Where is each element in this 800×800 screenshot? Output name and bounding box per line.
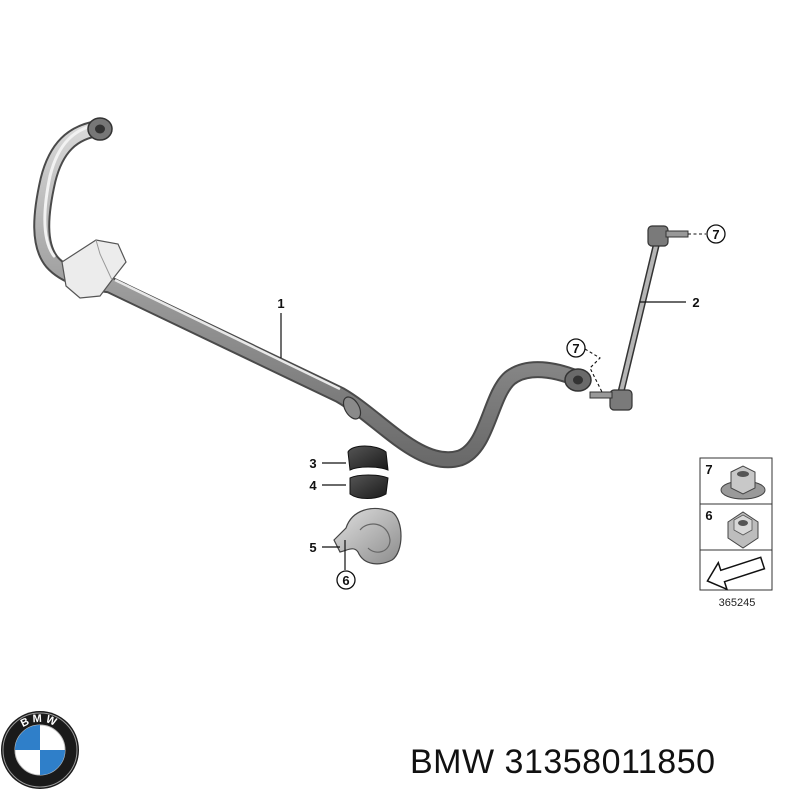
callout-6: 6 [336, 570, 356, 590]
svg-text:5: 5 [309, 540, 316, 555]
callout-1: 1 [277, 296, 284, 311]
callout-3: 3 [309, 456, 316, 471]
callout-7-top: 7 [706, 224, 726, 244]
callout-2: 2 [692, 295, 699, 310]
stabilizer-bracket [333, 507, 402, 565]
legend-panel: 7 6 365245 [699, 457, 773, 609]
callout-4: 4 [309, 478, 317, 493]
svg-text:3: 3 [309, 456, 316, 471]
direction-arrow-icon [706, 556, 766, 591]
svg-text:4: 4 [309, 478, 317, 493]
legend-item-7: 7 [705, 462, 766, 500]
svg-text:6: 6 [342, 573, 349, 588]
rubber-mount-lower [349, 474, 389, 499]
part-number-caption: BMW 31358011850 [410, 743, 716, 781]
coupling-rod [589, 225, 689, 411]
leader-lines [280, 233, 706, 570]
flange-nut-icon [720, 465, 766, 500]
callout-5: 5 [309, 540, 316, 555]
hex-nut-icon [727, 511, 759, 549]
svg-text:1: 1 [277, 296, 284, 311]
stabilizer-bar [33, 117, 592, 469]
svg-text:7: 7 [705, 462, 712, 477]
svg-text:7: 7 [572, 341, 579, 356]
left-mount-bracket [61, 239, 127, 299]
svg-text:BMW: BMW [19, 713, 61, 730]
callout-7-lower: 7 [566, 338, 586, 358]
svg-text:2: 2 [692, 295, 699, 310]
svg-text:6: 6 [705, 508, 712, 523]
svg-text:7: 7 [712, 227, 719, 242]
bmw-logo: BMW [1, 711, 79, 789]
reference-number: 365245 [719, 597, 756, 609]
legend-item-6: 6 [705, 508, 759, 549]
rubber-mount-upper [347, 445, 389, 471]
